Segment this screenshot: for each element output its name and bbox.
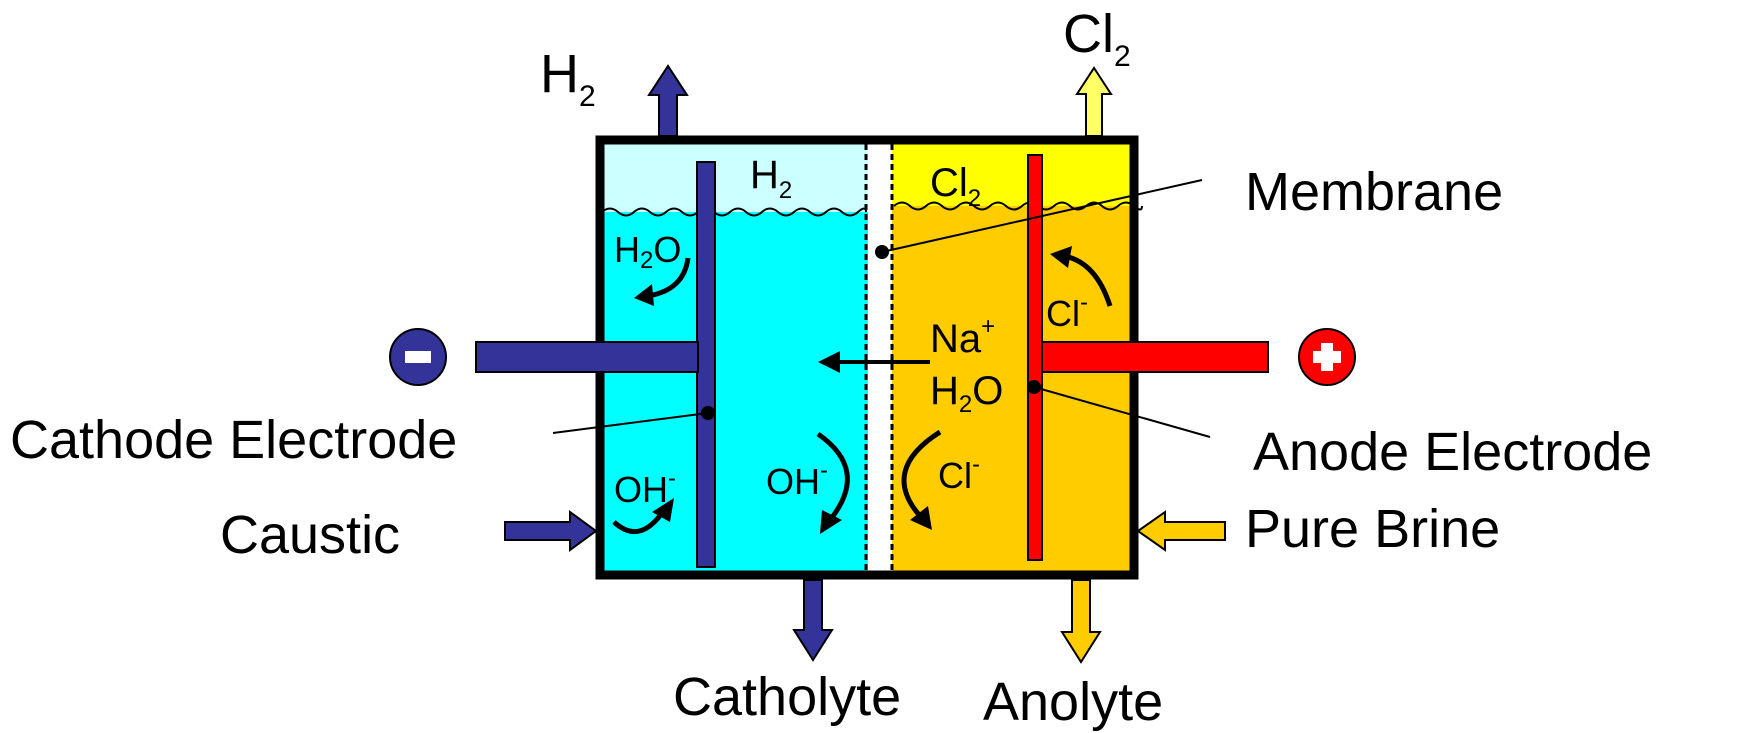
anode-leader-line <box>1033 386 1211 438</box>
cl2-gas-label: Cl2 <box>930 161 981 212</box>
catholyte-label: Catholyte <box>673 667 901 727</box>
na-migration-arrow <box>818 351 930 373</box>
cathode-electrode <box>696 161 716 568</box>
anode-busbar <box>1041 341 1269 373</box>
cl2-gas-space <box>892 140 1134 206</box>
anode-electrode-label: Anode Electrode <box>1253 422 1652 482</box>
catholyte-outlet-arrow <box>792 579 834 662</box>
cl-right-label: Cl- <box>1046 289 1088 334</box>
membrane-leader-dot <box>875 245 889 259</box>
oh-left-arrow <box>612 498 674 534</box>
catholyte-surface <box>601 207 867 217</box>
anolyte-label: Anolyte <box>983 672 1163 732</box>
membrane-gap <box>868 140 892 575</box>
h2-outlet-label: H2 <box>540 44 596 113</box>
h2-outlet-arrow <box>647 64 689 137</box>
cl2-outlet-label: Cl2 <box>1063 4 1131 73</box>
cathode-electrode-label: Cathode Electrode <box>10 410 457 470</box>
oh-mid-arrow <box>816 431 850 534</box>
plus-icon <box>1298 328 1356 386</box>
h2-gas-label: H2 <box>750 153 792 204</box>
h2o-anode-label: H2O <box>930 369 1003 418</box>
membrane-label: Membrane <box>1245 162 1503 222</box>
cathode-leader-dot <box>701 406 715 420</box>
h2-gas-space <box>600 140 868 212</box>
anolyte-surface <box>893 201 1143 211</box>
na-plus-label: Na+ <box>930 313 995 361</box>
oh-left-label: OH- <box>614 465 676 510</box>
anode-leader-dot <box>1027 380 1041 394</box>
oh-mid-label: OH- <box>766 457 828 502</box>
pure-brine-inlet-arrow <box>1136 510 1226 552</box>
h2o-cathode-label: H2O <box>614 229 681 274</box>
cl-mid-label: Cl- <box>938 451 980 496</box>
caustic-label: Caustic <box>220 505 400 565</box>
caustic-inlet-arrow <box>504 510 598 552</box>
cl-mid-arrow <box>901 429 942 530</box>
cathode-busbar <box>475 341 699 373</box>
cathode-leader-line <box>552 412 709 434</box>
minus-icon <box>389 328 447 386</box>
membrane-leader-line <box>881 179 1203 253</box>
cl2-outlet-arrow <box>1075 66 1113 137</box>
h2o-cathode-arrow <box>634 257 691 306</box>
pure-brine-label: Pure Brine <box>1245 499 1500 559</box>
anolyte-outlet-arrow <box>1060 579 1102 664</box>
cl-right-arrow <box>1050 246 1113 307</box>
